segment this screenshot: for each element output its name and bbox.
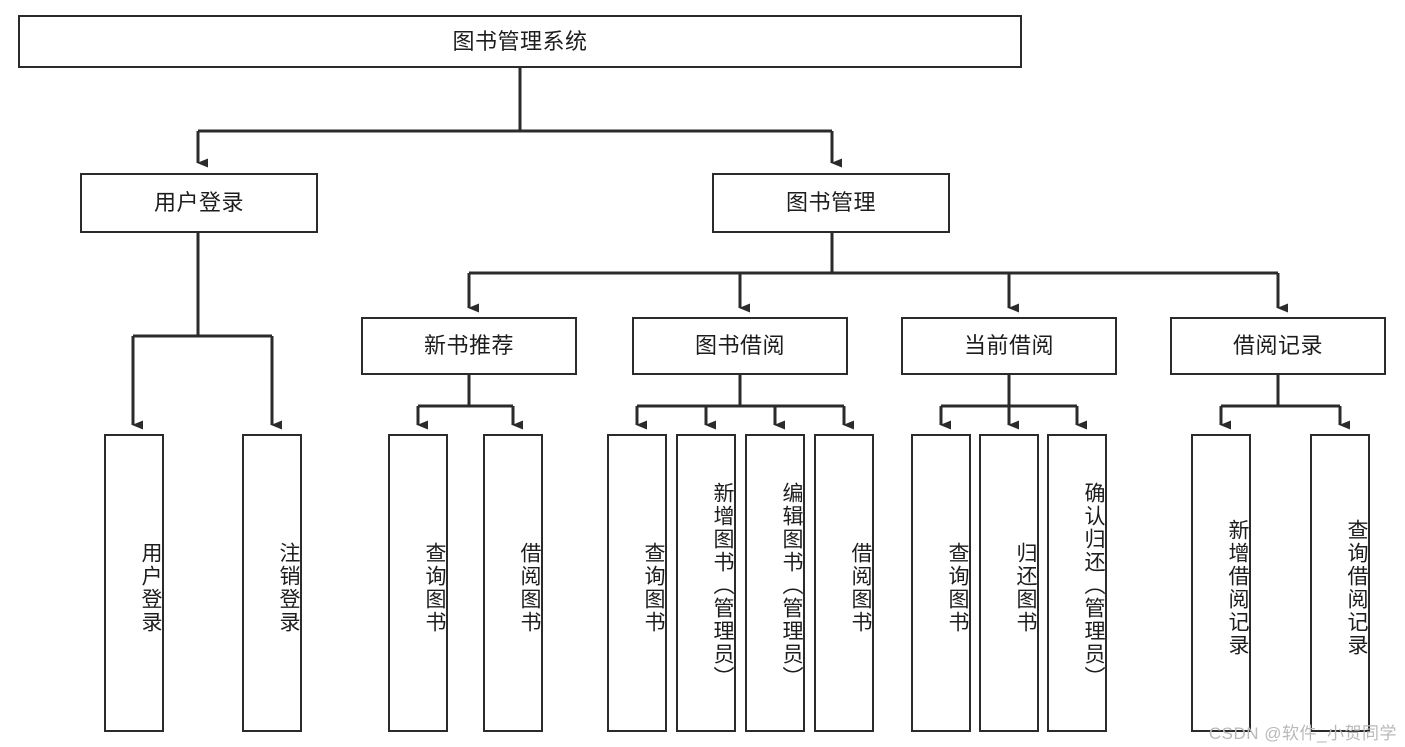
node-current-borrowing[interactable]: 当前借阅 — [901, 317, 1117, 375]
leaf-edit-book-admin[interactable]: 编辑图书（管理员） — [745, 434, 805, 732]
node-book-management[interactable]: 图书管理 — [712, 173, 950, 233]
node-label: 注销登录 — [277, 542, 300, 634]
node-root-book-management-system[interactable]: 图书管理系统 — [18, 15, 1022, 68]
node-label: 图书管理系统 — [452, 28, 588, 54]
csdn-watermark: CSDN @软件_小贺同学 — [1208, 724, 1397, 743]
node-label: 新书推荐 — [423, 333, 514, 359]
node-label: 查询图书 — [642, 542, 665, 634]
leaf-user-login[interactable]: 用户登录 — [104, 434, 164, 732]
leaf-add-book-admin[interactable]: 新增图书（管理员） — [676, 434, 736, 732]
leaf-query-books-current[interactable]: 查询图书 — [911, 434, 971, 732]
node-label: 图书借阅 — [694, 333, 785, 359]
leaf-query-borrow-record[interactable]: 查询借阅记录 — [1310, 434, 1370, 732]
node-label: 归还图书 — [1014, 542, 1037, 634]
node-label: 查询借阅记录 — [1345, 519, 1368, 657]
node-label: 确认归还（管理员） — [1082, 481, 1105, 689]
node-label: 编辑图书（管理员） — [780, 481, 803, 689]
leaf-logout[interactable]: 注销登录 — [242, 434, 302, 732]
node-label: 新增借阅记录 — [1226, 519, 1249, 657]
node-label: 用户登录 — [153, 190, 244, 216]
node-label: 查询图书 — [423, 542, 446, 634]
node-book-borrowing[interactable]: 图书借阅 — [632, 317, 848, 375]
node-label: 借阅图书 — [518, 542, 541, 634]
leaf-borrow-books-borrow[interactable]: 借阅图书 — [814, 434, 874, 732]
node-label: 当前借阅 — [963, 333, 1054, 359]
node-label: 借阅记录 — [1232, 333, 1323, 359]
node-label: 查询图书 — [946, 542, 969, 634]
leaf-query-books-newbook[interactable]: 查询图书 — [388, 434, 448, 732]
node-new-book-recommendation[interactable]: 新书推荐 — [361, 317, 577, 375]
node-borrowing-record[interactable]: 借阅记录 — [1170, 317, 1386, 375]
node-label: 借阅图书 — [849, 542, 872, 634]
node-label: 用户登录 — [139, 542, 162, 634]
node-user-login[interactable]: 用户登录 — [80, 173, 318, 233]
node-label: 图书管理 — [785, 190, 876, 216]
leaf-query-books-borrow[interactable]: 查询图书 — [607, 434, 667, 732]
node-label: 新增图书（管理员） — [711, 481, 734, 689]
leaf-confirm-return-admin[interactable]: 确认归还（管理员） — [1047, 434, 1107, 732]
leaf-borrow-books-newbook[interactable]: 借阅图书 — [483, 434, 543, 732]
leaf-return-books[interactable]: 归还图书 — [979, 434, 1039, 732]
leaf-add-borrow-record[interactable]: 新增借阅记录 — [1191, 434, 1251, 732]
